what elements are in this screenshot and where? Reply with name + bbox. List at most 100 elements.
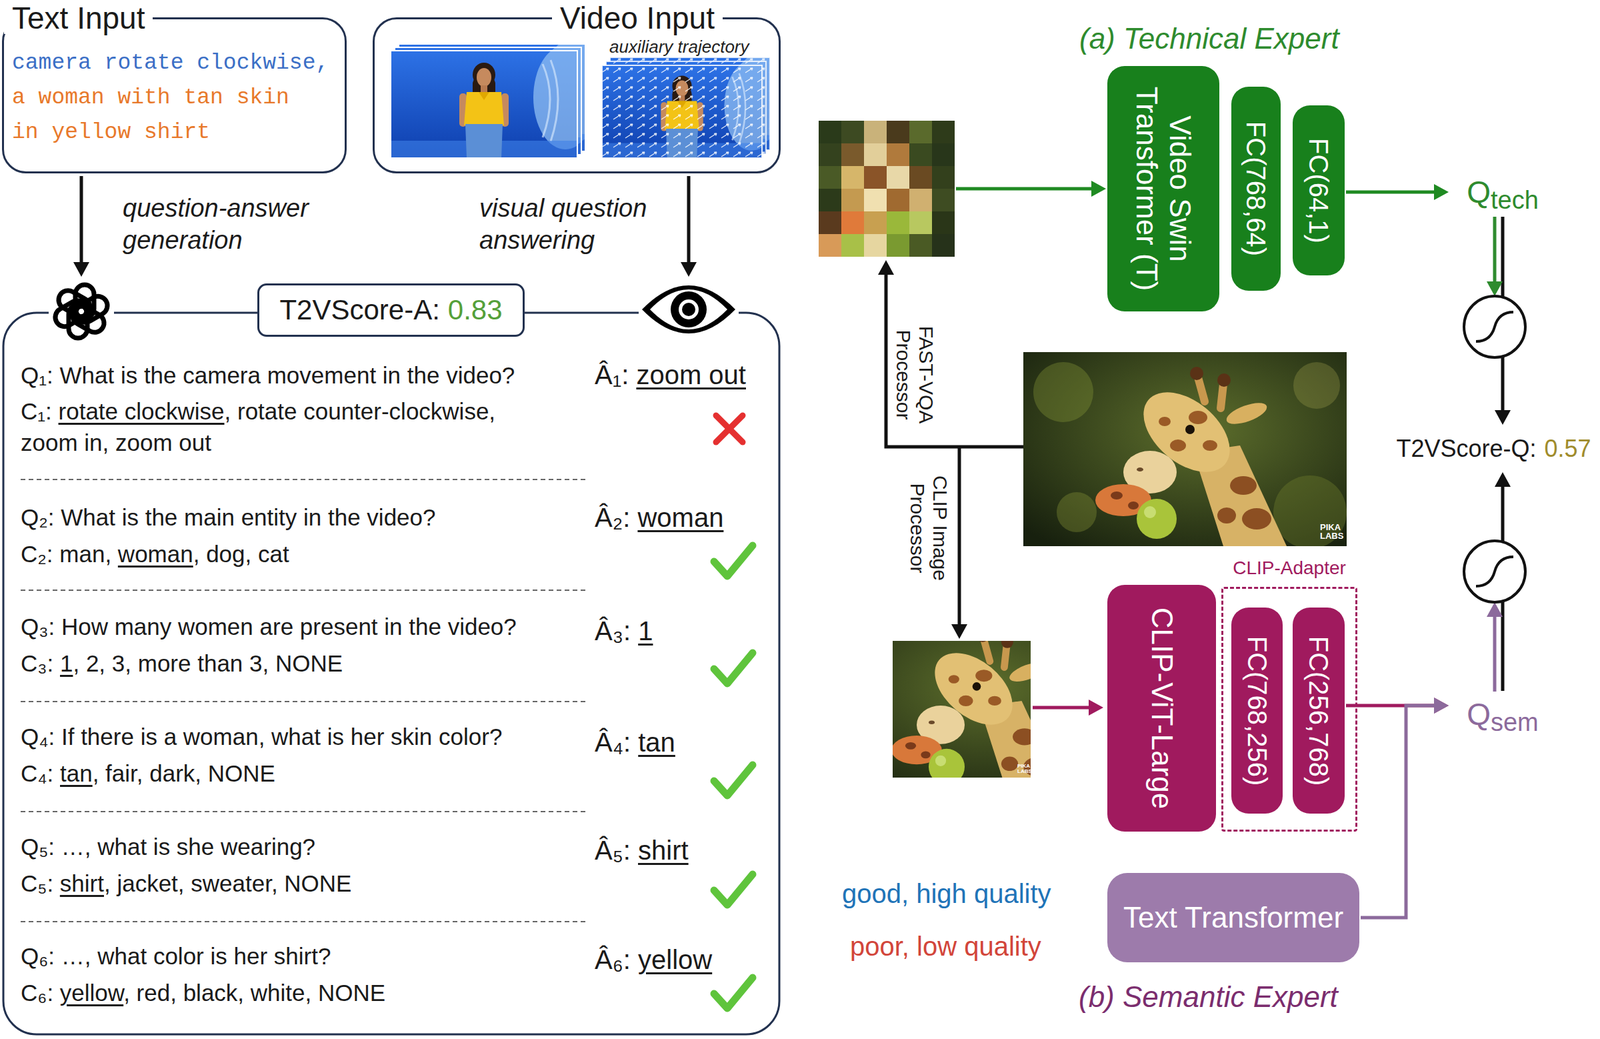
image-caption: auxiliary trajectory (609, 37, 750, 56)
text-row: Q₄: If there is a woman, what is her ski… (20, 721, 502, 752)
text-slot: PIKA LABS (1017, 763, 1032, 774)
flow-arrow (886, 273, 1024, 447)
patch-grid (864, 166, 887, 189)
edge-label: question-answer generation (122, 192, 343, 256)
connector (73, 176, 90, 277)
trajectory-frames (602, 60, 780, 158)
text-row: Q₃: How many women are present in the vi… (20, 611, 517, 642)
choice-text: , jacket, sweater, NONE (104, 870, 352, 896)
choice-text: C₆: (20, 979, 60, 1006)
check-mark (714, 652, 753, 684)
patch-grid (864, 120, 887, 144)
text-slot: Text Input (4, 2, 153, 34)
check-mark (714, 764, 753, 796)
answer-label: Â₄: (594, 727, 638, 757)
answer-label: Â₂: (594, 502, 638, 532)
correct-choice: shirt (60, 870, 104, 896)
eye-icon (639, 282, 738, 336)
correct-choice: rotate clockwise (58, 398, 225, 424)
text-row: C₃: 1, 2, 3, more than 3, NONE (20, 647, 554, 679)
giraffe-frame (1023, 352, 1347, 549)
node-text: CLIP-ViT-Large (1145, 591, 1179, 825)
text-slot: FC(64,1) (1303, 110, 1334, 271)
patch-grid (818, 188, 842, 212)
connector-line (1346, 190, 1437, 194)
text-row: Â₁: zoom out (594, 358, 746, 392)
sigmoid-symbol (1464, 296, 1526, 358)
text-row: Â₄: tan (594, 725, 676, 759)
question-text: Q₂: What is the main entity in the video… (20, 504, 436, 530)
node-text: 0.57 (1544, 434, 1591, 463)
model-block: Video Swin Transformer (T) (1107, 66, 1220, 312)
text-row: C₁: rotate clockwise, rotate counter-clo… (20, 395, 554, 458)
correct-choice: 1 (60, 650, 73, 676)
text-slot: (a) Technical Expert (1079, 21, 1340, 56)
prompt-text: poor, low quality (850, 930, 1042, 962)
text-slot: CLIP-ViT-Large (1145, 591, 1179, 825)
prompt-text: good, high quality (842, 877, 1052, 910)
patch-grid (932, 211, 955, 234)
arrow-head (1434, 697, 1449, 714)
video-frames (390, 50, 578, 158)
flow-arrow (951, 624, 968, 639)
group-title: (b) Semantic Expert (1078, 979, 1338, 1014)
text-slot: good, high quality (842, 877, 1052, 910)
text-slot: FAST-VQA Processor (892, 316, 938, 434)
node-text: Q (1466, 174, 1491, 210)
dashed-separator (20, 700, 587, 702)
text-slot: CLIP-Adapter (1223, 556, 1356, 580)
answer-text: woman (637, 502, 724, 532)
text-row: Â₂: woman (594, 500, 724, 534)
choice-text: C₁: (20, 398, 59, 424)
dashed-separator (20, 589, 587, 591)
text-row: Q₆: …, what color is her shirt? (20, 940, 331, 972)
choice-text: C₃: (20, 650, 60, 676)
text-slot: FC(256,768) (1303, 614, 1334, 808)
text-row: C₆: yellow, red, black, white, NONE (20, 976, 554, 1008)
giraffe-crop (826, 616, 1118, 794)
text-row: Â₅: shirt (594, 833, 689, 867)
text-row: Â₆: yellow (594, 942, 712, 976)
patch-grid (932, 166, 955, 189)
eye-icon (650, 289, 728, 330)
check-mark (714, 977, 753, 1008)
question-text: Q₅: …, what is she wearing? (20, 833, 316, 860)
question-text: Q₄: If there is a woman, what is her ski… (20, 723, 502, 750)
node-text: Q (1466, 696, 1491, 732)
wrong-mark (716, 415, 743, 442)
text-row: Q₂: What is the main entity in the video… (20, 502, 436, 533)
adapter-group: CLIP-AdapterFC(768,256)FC(256,768) (1221, 586, 1358, 832)
flow-arrow (1493, 216, 1497, 284)
patch-grid (864, 211, 887, 234)
processor-label: FAST-VQA Processor (892, 316, 938, 434)
wrong-mark (716, 415, 743, 442)
wrong-mark (716, 415, 743, 442)
text-row: Q₁: What is the camera movement in the v… (20, 360, 515, 391)
final-score: T2VScore-Q:0.57 (1384, 426, 1600, 470)
edge-label: visual question answering (479, 192, 680, 256)
patch-grid (818, 166, 842, 189)
eye-icon (678, 299, 699, 320)
arrow-head (1434, 697, 1449, 714)
answer-text: yellow (638, 944, 712, 974)
patch-grid (864, 143, 887, 166)
patch-grid (818, 120, 955, 257)
text-slot: FC(768,64) (1240, 92, 1272, 286)
flow-arrow (1493, 614, 1497, 692)
eye-icon (670, 291, 707, 328)
text-slot: (b) Semantic Expert (1078, 979, 1338, 1014)
fc-layer: FC(64,1) (1292, 105, 1345, 276)
text-slot: camera rotate clockwise, (12, 46, 346, 81)
patch-grid (864, 234, 887, 257)
fc-layer: FC(768,64) (1231, 86, 1281, 291)
patch-grid (886, 166, 910, 189)
node-text: FC(768,64) (1240, 92, 1272, 286)
group-title: CLIP-Adapter (1223, 556, 1356, 580)
node-text: Video Swin Transformer (T) (1130, 75, 1197, 302)
check-mark (714, 545, 753, 1008)
choice-text: C₄: (20, 760, 60, 786)
text-slot: visual question answering (479, 192, 680, 256)
answer-label: Â₅: (594, 835, 638, 865)
text-slot: question-answer generation (122, 192, 343, 256)
giraffe-crop (826, 616, 1118, 794)
